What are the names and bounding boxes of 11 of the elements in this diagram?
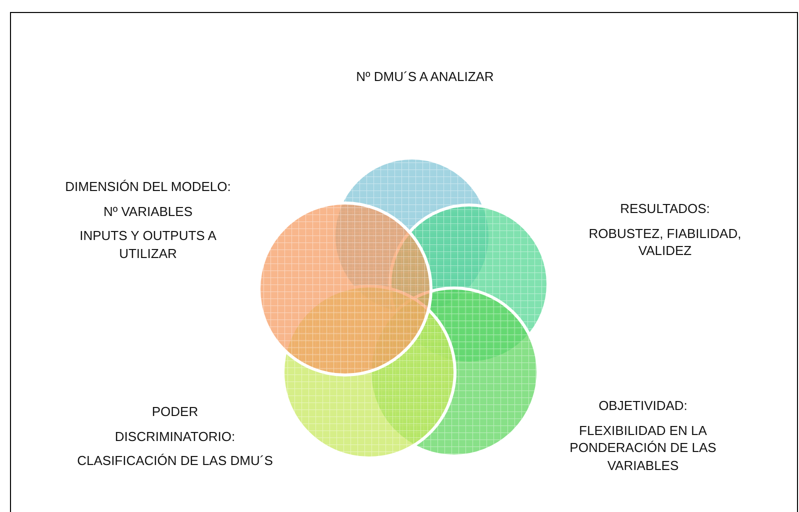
circle-label: FLEXIBILIDAD EN LA PONDERACIÓN DE LAS VARIABLES	[568, 422, 718, 474]
circle-label: RESULTADOS:	[619, 200, 711, 218]
circle-label: INPUTS Y OUTPUTS A UTILIZAR	[78, 227, 218, 262]
circle-label: DISCRIMINATORIO:	[114, 428, 236, 446]
heading-label: Nº DMU´S A ANALIZAR	[355, 68, 495, 86]
circle-label: DIMENSIÓN DEL MODELO:	[64, 178, 232, 196]
circle-label: PODER	[150, 403, 200, 421]
circle-label: Nº VARIABLES	[102, 202, 194, 220]
circle-label: CLASIFICACIÓN DE LAS DMU´S	[76, 452, 274, 470]
circle-label: OBJETIVIDAD:	[598, 397, 688, 415]
circle-label: ROBUSTEZ, FIABILIDAD, VALIDEZ	[588, 224, 742, 260]
